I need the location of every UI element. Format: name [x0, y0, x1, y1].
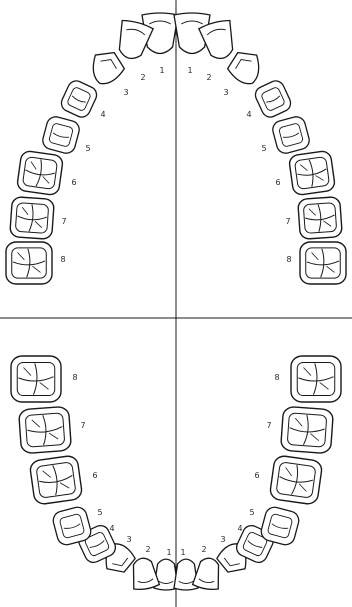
tooth-upper-right-7 — [10, 197, 55, 240]
tooth-number-lower-left-4: 4 — [237, 524, 242, 533]
tooth-upper-left-5 — [271, 115, 311, 155]
tooth-number-lower-right-8: 8 — [72, 373, 77, 382]
tooth-number-upper-left-2: 2 — [206, 73, 211, 82]
tooth-number-upper-left-7: 7 — [285, 217, 290, 226]
tooth-number-upper-right-3: 3 — [123, 88, 128, 97]
tooth-upper-right-6 — [16, 150, 63, 195]
tooth-upper-right-8 — [6, 242, 52, 284]
tooth-lower-right-7 — [19, 406, 72, 453]
tooth-number-lower-right-5: 5 — [97, 508, 102, 517]
tooth-number-lower-left-1: 1 — [180, 548, 185, 557]
tooth-number-upper-left-8: 8 — [286, 255, 291, 264]
tooth-number-lower-left-3: 3 — [220, 535, 225, 544]
tooth-number-upper-left-6: 6 — [275, 178, 280, 187]
tooth-number-upper-right-2: 2 — [140, 73, 145, 82]
tooth-number-upper-right-7: 7 — [61, 217, 66, 226]
tooth-lower-left-7 — [281, 406, 334, 453]
tooth-number-upper-right-8: 8 — [60, 255, 65, 264]
tooth-upper-right-4 — [59, 78, 100, 120]
tooth-number-lower-right-4: 4 — [109, 524, 114, 533]
tooth-number-lower-left-7: 7 — [266, 421, 271, 430]
tooth-number-upper-right-4: 4 — [100, 110, 105, 119]
tooth-number-lower-left-8: 8 — [274, 373, 279, 382]
tooth-number-lower-left-6: 6 — [254, 471, 259, 480]
tooth-number-upper-right-5: 5 — [85, 144, 90, 153]
tooth-number-upper-left-5: 5 — [261, 144, 266, 153]
tooth-lower-left-8 — [291, 356, 341, 402]
tooth-number-upper-left-4: 4 — [246, 110, 251, 119]
tooth-lower-left-6 — [269, 455, 323, 505]
tooth-upper-right-5 — [41, 115, 81, 155]
tooth-lower-right-8 — [11, 356, 61, 402]
tooth-number-lower-left-2: 2 — [201, 545, 206, 554]
tooth-number-upper-right-1: 1 — [159, 66, 164, 75]
tooth-number-upper-left-1: 1 — [187, 66, 192, 75]
tooth-number-upper-left-3: 3 — [223, 88, 228, 97]
tooth-lower-right-6 — [29, 455, 83, 505]
tooth-number-lower-left-5: 5 — [249, 508, 254, 517]
tooth-upper-left-8 — [300, 242, 346, 284]
tooth-upper-left-4 — [253, 78, 294, 120]
tooth-upper-left-6 — [288, 150, 335, 195]
tooth-number-upper-right-6: 6 — [71, 178, 76, 187]
tooth-number-lower-right-6: 6 — [92, 471, 97, 480]
tooth-number-lower-right-1: 1 — [166, 548, 171, 557]
tooth-number-lower-right-3: 3 — [126, 535, 131, 544]
tooth-upper-left-7 — [298, 197, 343, 240]
tooth-number-lower-right-7: 7 — [80, 421, 85, 430]
tooth-number-lower-right-2: 2 — [145, 545, 150, 554]
